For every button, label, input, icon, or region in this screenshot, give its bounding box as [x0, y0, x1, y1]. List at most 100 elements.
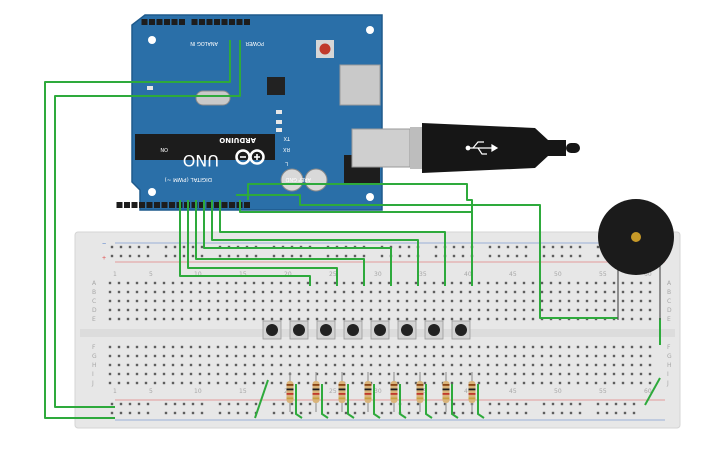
breadboard-hole[interactable]: [144, 281, 148, 285]
breadboard-hole[interactable]: [549, 281, 553, 285]
rail-hole[interactable]: [434, 402, 438, 406]
breadboard-hole[interactable]: [603, 363, 607, 367]
breadboard-hole[interactable]: [207, 372, 211, 376]
breadboard-hole[interactable]: [162, 381, 166, 385]
breadboard-hole[interactable]: [639, 372, 643, 376]
rail-hole[interactable]: [290, 254, 294, 258]
breadboard-hole[interactable]: [441, 363, 445, 367]
breadboard-hole[interactable]: [252, 317, 256, 321]
rail-hole[interactable]: [182, 254, 186, 258]
breadboard-hole[interactable]: [162, 354, 166, 358]
rail-hole[interactable]: [173, 254, 177, 258]
breadboard-hole[interactable]: [225, 299, 229, 303]
breadboard-hole[interactable]: [504, 290, 508, 294]
breadboard-hole[interactable]: [405, 381, 409, 385]
breadboard-hole[interactable]: [468, 317, 472, 321]
breadboard-hole[interactable]: [198, 317, 202, 321]
breadboard-hole[interactable]: [171, 290, 175, 294]
breadboard-hole[interactable]: [432, 381, 436, 385]
breadboard-hole[interactable]: [207, 317, 211, 321]
power-header[interactable]: [191, 19, 251, 25]
rail-hole[interactable]: [173, 402, 177, 406]
breadboard-hole[interactable]: [504, 381, 508, 385]
breadboard-hole[interactable]: [126, 308, 130, 312]
breadboard-hole[interactable]: [612, 381, 616, 385]
breadboard-hole[interactable]: [504, 363, 508, 367]
rail-hole[interactable]: [506, 402, 510, 406]
rail-hole[interactable]: [632, 402, 636, 406]
breadboard-hole[interactable]: [360, 345, 364, 349]
breadboard-hole[interactable]: [108, 317, 112, 321]
breadboard-hole[interactable]: [351, 299, 355, 303]
breadboard-hole[interactable]: [513, 290, 517, 294]
breadboard-hole[interactable]: [261, 299, 265, 303]
breadboard-hole[interactable]: [144, 299, 148, 303]
rail-hole[interactable]: [128, 402, 132, 406]
rail-hole[interactable]: [506, 245, 510, 249]
pushbutton-cap[interactable]: [293, 324, 305, 336]
breadboard-hole[interactable]: [621, 381, 625, 385]
breadboard-hole[interactable]: [369, 317, 373, 321]
breadboard-hole[interactable]: [504, 354, 508, 358]
breadboard-hole[interactable]: [432, 308, 436, 312]
breadboard-hole[interactable]: [405, 308, 409, 312]
breadboard-hole[interactable]: [225, 317, 229, 321]
breadboard-hole[interactable]: [306, 308, 310, 312]
breadboard-hole[interactable]: [594, 354, 598, 358]
rail-hole[interactable]: [551, 254, 555, 258]
breadboard-hole[interactable]: [585, 281, 589, 285]
rail-hole[interactable]: [605, 402, 609, 406]
breadboard-hole[interactable]: [288, 281, 292, 285]
breadboard-hole[interactable]: [630, 345, 634, 349]
breadboard-hole[interactable]: [153, 372, 157, 376]
breadboard-hole[interactable]: [333, 354, 337, 358]
breadboard-hole[interactable]: [441, 317, 445, 321]
breadboard-hole[interactable]: [153, 381, 157, 385]
wires[interactable]: [44, 40, 661, 419]
rail-hole[interactable]: [128, 245, 132, 249]
breadboard-hole[interactable]: [153, 281, 157, 285]
breadboard-hole[interactable]: [225, 381, 229, 385]
rail-hole[interactable]: [119, 402, 123, 406]
breadboard-hole[interactable]: [171, 308, 175, 312]
breadboard-hole[interactable]: [486, 363, 490, 367]
wire-pin6[interactable]: [211, 200, 419, 286]
breadboard-hole[interactable]: [108, 363, 112, 367]
rail-hole[interactable]: [353, 402, 357, 406]
breadboard-hole[interactable]: [405, 345, 409, 349]
breadboard-hole[interactable]: [576, 308, 580, 312]
breadboard-hole[interactable]: [477, 308, 481, 312]
breadboard-hole[interactable]: [477, 354, 481, 358]
breadboard-hole[interactable]: [261, 290, 265, 294]
rail-hole[interactable]: [398, 245, 402, 249]
rail-hole[interactable]: [506, 411, 510, 415]
breadboard-hole[interactable]: [603, 354, 607, 358]
breadboard-hole[interactable]: [504, 345, 508, 349]
breadboard-hole[interactable]: [423, 290, 427, 294]
digital-pin-socket[interactable]: [139, 202, 145, 208]
breadboard-holes[interactable]: [108, 245, 652, 415]
breadboard-hole[interactable]: [369, 345, 373, 349]
rail-hole[interactable]: [254, 402, 258, 406]
breadboard-hole[interactable]: [558, 372, 562, 376]
rail-hole[interactable]: [119, 254, 123, 258]
breadboard-hole[interactable]: [351, 308, 355, 312]
breadboard-hole[interactable]: [288, 317, 292, 321]
breadboard-hole[interactable]: [468, 299, 472, 303]
breadboard-hole[interactable]: [198, 354, 202, 358]
breadboard-hole[interactable]: [279, 381, 283, 385]
breadboard-hole[interactable]: [459, 363, 463, 367]
breadboard-hole[interactable]: [315, 281, 319, 285]
rail-hole[interactable]: [497, 245, 501, 249]
breadboard-hole[interactable]: [279, 363, 283, 367]
rail-hole[interactable]: [308, 254, 312, 258]
breadboard-hole[interactable]: [423, 372, 427, 376]
breadboard-hole[interactable]: [153, 354, 157, 358]
breadboard-hole[interactable]: [108, 281, 112, 285]
breadboard-hole[interactable]: [252, 299, 256, 303]
breadboard-hole[interactable]: [216, 354, 220, 358]
breadboard-hole[interactable]: [630, 281, 634, 285]
breadboard-hole[interactable]: [270, 345, 274, 349]
breadboard-hole[interactable]: [288, 308, 292, 312]
